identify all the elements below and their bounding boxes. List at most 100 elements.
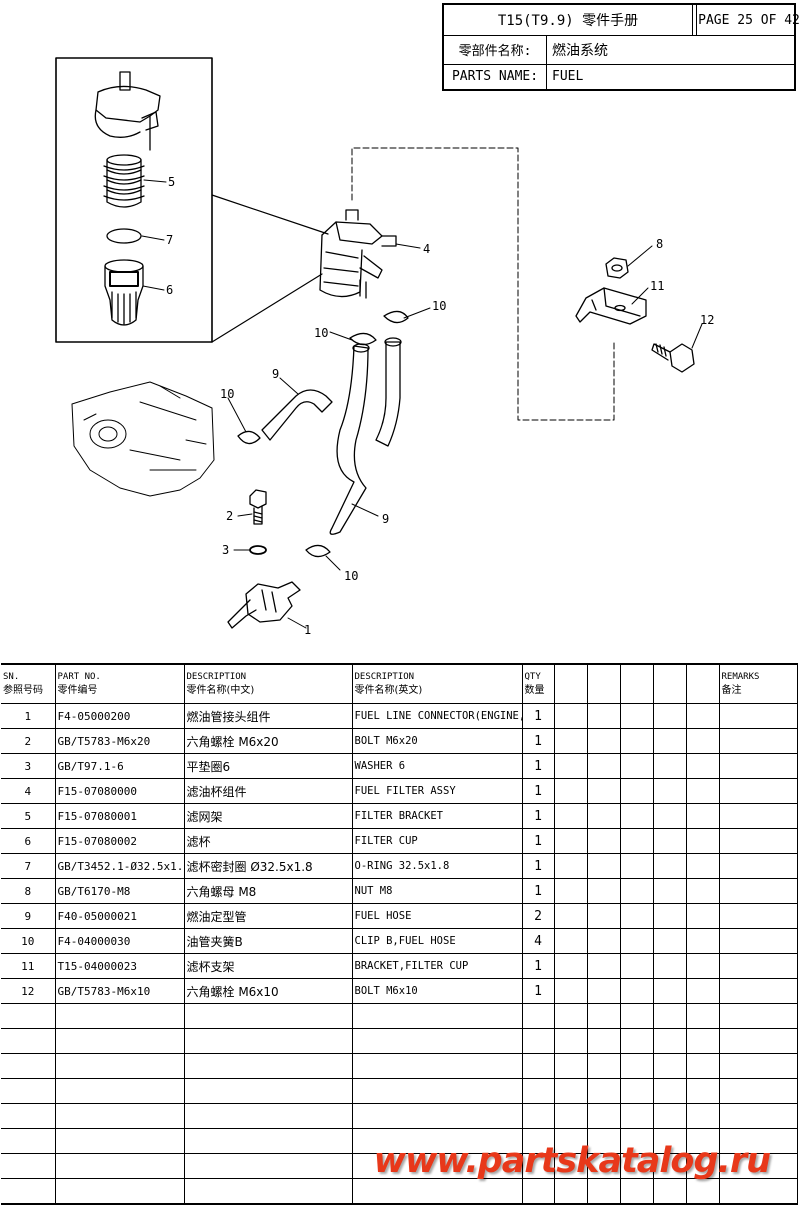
callout-7: 7	[166, 233, 174, 247]
cell-qty: 1	[522, 803, 555, 829]
cell-part-no: F15-07080001	[55, 803, 185, 829]
cell-sn: 2	[1, 728, 56, 754]
callout-9-bottom: 9	[382, 512, 390, 526]
filter-bracket-drawing	[94, 71, 161, 151]
bolt-m6x10-drawing	[651, 343, 695, 373]
cell-desc-cn: 六角螺栓 M6x20	[184, 728, 353, 754]
cell-qty: 2	[522, 903, 555, 929]
filter-cup-drawing	[104, 259, 144, 326]
cell-qty: 1	[522, 753, 555, 779]
cell-sn: 9	[1, 903, 56, 929]
cell-qty: 1	[522, 978, 555, 1004]
cell-desc-cn: 滤油杯组件	[184, 778, 353, 804]
table-row-empty	[1, 1003, 798, 1029]
table-row-empty	[1, 1178, 798, 1204]
callout-10-mid: 10	[314, 326, 329, 340]
cell-desc-cn: 六角螺母 M8	[184, 878, 353, 904]
fuel-line-connector-drawing	[227, 581, 301, 629]
cell-desc-en: O-RING 32.5x1.8	[352, 853, 523, 879]
clip-drawing-c	[237, 430, 261, 445]
cell-desc-cn: 燃油管接头组件	[184, 703, 353, 729]
callout-6: 6	[166, 283, 174, 297]
cell-desc-en: BOLT M6x20	[352, 728, 523, 754]
cell-desc-cn: 燃油定型管	[184, 903, 353, 929]
cell-desc-en: CLIP B,FUEL HOSE	[352, 928, 523, 954]
cell-qty: 1	[522, 728, 555, 754]
cell-desc-en: FUEL FILTER ASSY	[352, 778, 523, 804]
clip-drawing-a	[383, 310, 409, 324]
page-number: PAGE 25 OF 42	[698, 12, 800, 28]
engine-block-drawing	[71, 381, 215, 497]
cell-desc-cn: 滤杯	[184, 828, 353, 854]
filter-mesh-drawing	[103, 154, 145, 208]
filter-bracket-11-drawing	[575, 287, 647, 325]
bolt-m6x20-drawing	[249, 489, 267, 525]
cell-part-no: GB/T5783-M6x20	[55, 728, 185, 754]
fuel-hose-drawing	[261, 337, 402, 535]
cell-part-no: F40-05000021	[55, 903, 185, 929]
clip-drawing-d	[305, 544, 331, 558]
cell-part-no: GB/T5783-M6x10	[55, 978, 185, 1004]
cell-desc-en: WASHER 6	[352, 753, 523, 779]
callout-4: 4	[423, 242, 431, 256]
diagram-artwork	[55, 57, 703, 629]
table-row-empty	[1, 1053, 798, 1079]
table-row-empty	[1, 1153, 798, 1179]
cell-desc-en: FILTER CUP	[352, 828, 523, 854]
cell-sn: 12	[1, 978, 56, 1004]
cell-desc-en: BOLT M6x10	[352, 978, 523, 1004]
cell-part-no: GB/T97.1-6	[55, 753, 185, 779]
table-row-empty	[1, 1078, 798, 1104]
cell-sn: 5	[1, 803, 56, 829]
parts-name-cn: 燃油系统	[552, 42, 608, 59]
table-row-empty	[1, 1028, 798, 1054]
cell-sn: 11	[1, 953, 56, 979]
callout-12: 12	[700, 313, 715, 327]
parts-name-en-label: PARTS NAME:	[444, 64, 547, 89]
cell-sn: 10	[1, 928, 56, 954]
cell-desc-en: FILTER BRACKET	[352, 803, 523, 829]
cell-part-no: GB/T6170-M8	[55, 878, 185, 904]
table-row-empty	[1, 1128, 798, 1154]
callout-10-left: 10	[220, 387, 235, 401]
cell-desc-en: BRACKET,FILTER CUP	[352, 953, 523, 979]
cell-part-no: F15-07080000	[55, 778, 185, 804]
callout-2: 2	[226, 509, 234, 523]
cell-part-no: F15-07080002	[55, 828, 185, 854]
washer-drawing	[249, 545, 267, 555]
callout-8: 8	[656, 237, 664, 251]
cell-part-no: F4-04000030	[55, 928, 185, 954]
nut-m8-drawing	[605, 257, 629, 279]
cell-sn: 3	[1, 753, 56, 779]
cell-desc-en: FUEL HOSE	[352, 903, 523, 929]
cell-sn: 6	[1, 828, 56, 854]
cell-sn: 4	[1, 778, 56, 804]
callout-9-top: 9	[272, 367, 280, 381]
cell-part-no: F4-05000200	[55, 703, 185, 729]
cell-qty: 1	[522, 778, 555, 804]
callout-10-bottom: 10	[344, 569, 359, 583]
callout-3: 3	[222, 543, 230, 557]
cell-sn: 7	[1, 853, 56, 879]
cell-desc-cn: 油管夹簧B	[184, 928, 353, 954]
leader-lines	[141, 179, 703, 629]
cell-qty: 1	[522, 703, 555, 729]
callout-1: 1	[304, 623, 312, 637]
callout-10-top: 10	[432, 299, 447, 313]
